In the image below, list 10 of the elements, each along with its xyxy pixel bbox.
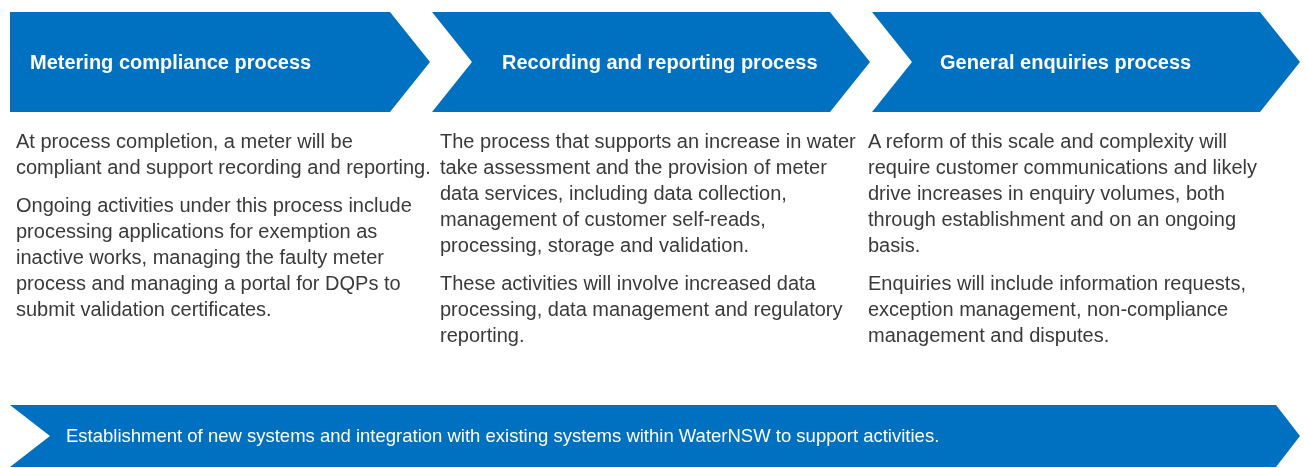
process-heading: Recording and reporting process: [502, 50, 818, 75]
process-heading: General enquiries process: [940, 50, 1192, 75]
description-paragraph: Ongoing activities under this process include processing applications for exemption as inactive works, managing the faulty meter process and managing a portal for DQPs to submit validation certificates.: [16, 193, 413, 322]
banner-text: Establishment of new systems and integration with existing systems within WaterNSW to support activities.: [66, 424, 940, 449]
description-paragraph: Enquiries will include information requests, exception management, non-compliance management and disputes.: [868, 271, 1247, 348]
description-paragraph: A reform of this scale and complexity will require customer communications and likely drive increases in enquiry volumes, both through establishment and on an ongoing basis.: [868, 129, 1259, 258]
description-paragraph: At process completion, a meter will be compliant and support recording and reporting.: [16, 129, 432, 180]
description-paragraph: The process that supports an increase in water take assessment and the provision of meter data services, including data collection, management of customer self-reads, processing, storage and validation.: [440, 129, 857, 258]
description-paragraph: These activities will involve increased data processing, data management and regulatory reporting.: [440, 271, 844, 348]
process-heading: Metering compliance process: [30, 50, 312, 75]
